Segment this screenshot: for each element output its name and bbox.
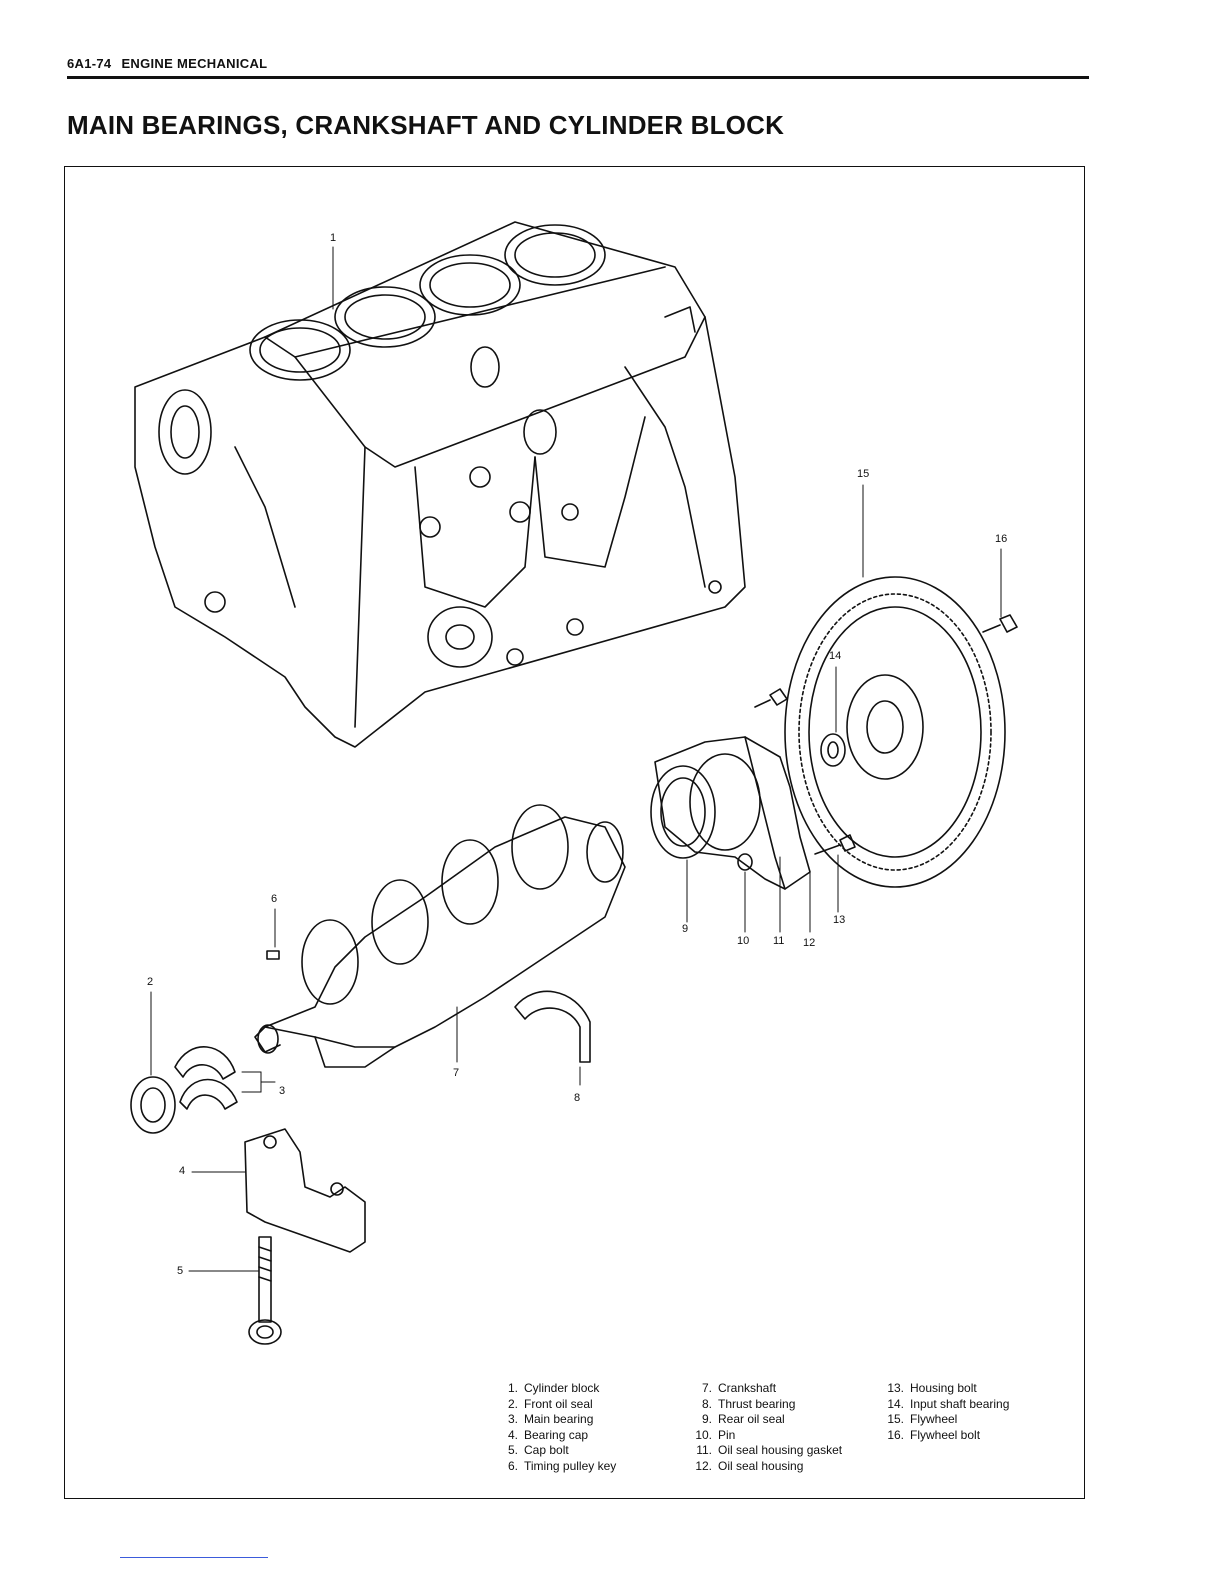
legend-item: 11.Oil seal housing gasket — [696, 1443, 843, 1458]
cylinder-block-drawing — [134, 221, 746, 748]
callout-12: 12 — [803, 937, 816, 949]
timing-pulley-key-drawing — [266, 950, 280, 960]
callout-4: 4 — [179, 1165, 186, 1177]
callout-11: 11 — [773, 935, 785, 947]
pin-drawing — [737, 853, 753, 871]
legend-item: 3.Main bearing — [507, 1412, 594, 1427]
callout-6: 6 — [271, 893, 278, 905]
callout-8: 8 — [574, 1092, 581, 1104]
leader-lines — [150, 246, 1002, 1272]
header-text: 6A1-74 ENGINE MECHANICAL — [67, 56, 277, 71]
callout-9: 9 — [682, 923, 689, 935]
legend-column-2: 7.Crankshaft 8.Thrust bearing 9.Rear oil… — [694, 1381, 842, 1475]
exploded-view-drawing — [130, 221, 1018, 1345]
front-oil-seal-drawing — [130, 1076, 176, 1134]
legend-item: 16.Flywheel bolt — [887, 1427, 981, 1442]
legend-item: 4.Bearing cap — [507, 1427, 589, 1442]
legend-item: 7.Crankshaft — [701, 1381, 777, 1395]
legend-item: 8.Thrust bearing — [701, 1396, 796, 1411]
legend-item: 13.Housing bolt — [887, 1381, 977, 1395]
legend-item: 15.Flywheel — [887, 1412, 958, 1427]
callout-3: 3 — [279, 1085, 286, 1097]
callout-15: 15 — [857, 468, 870, 480]
legend-item: 12.Oil seal housing — [695, 1458, 804, 1473]
footer-rule — [120, 1557, 268, 1558]
callout-10: 10 — [737, 935, 750, 947]
cap-bolt-drawing — [248, 1236, 282, 1345]
main-bearing-drawing — [174, 1046, 238, 1110]
legend-item: 14.Input shaft bearing — [887, 1396, 1010, 1411]
page-number: 6A1-74 — [67, 56, 112, 71]
callout-1: 1 — [330, 232, 337, 244]
callout-5: 5 — [177, 1265, 184, 1277]
thrust-bearing-drawing — [514, 990, 591, 1063]
callout-14: 14 — [829, 650, 842, 662]
page-header: 6A1-74 ENGINE MECHANICAL — [67, 56, 1089, 80]
legend-item: 1.Cylinder block — [507, 1381, 600, 1395]
header-rule — [67, 76, 1089, 79]
legend-item: 9.Rear oil seal — [701, 1412, 785, 1427]
section-name: ENGINE MECHANICAL — [121, 56, 268, 71]
bearing-cap-drawing — [244, 1128, 366, 1253]
callout-13: 13 — [833, 914, 846, 926]
page-title: MAIN BEARINGS, CRANKSHAFT AND CYLINDER B… — [67, 110, 785, 140]
crankshaft-drawing — [254, 804, 626, 1068]
rear-oil-seal-drawing — [650, 765, 716, 859]
legend-item: 6.Timing pulley key — [507, 1458, 617, 1473]
callout-7: 7 — [453, 1067, 460, 1079]
exploded-view-figure: 1 2 3 4 5 6 7 8 9 10 11 12 13 14 15 16 — [64, 166, 1085, 1499]
legend-column-3: 13.Housing bolt 14.Input shaft bearing 1… — [886, 1381, 1009, 1443]
callout-2: 2 — [147, 976, 154, 988]
flywheel-bolt-drawing — [982, 614, 1018, 633]
legend-item: 10.Pin — [695, 1427, 736, 1442]
input-shaft-bearing-drawing — [820, 733, 846, 767]
legend-column-1: 1.Cylinder block 2.Front oil seal 3.Main… — [500, 1381, 616, 1475]
flywheel-drawing — [784, 576, 1006, 888]
legend-item: 5.Cap bolt — [507, 1443, 569, 1458]
callout-16: 16 — [995, 533, 1008, 545]
legend-item: 2.Front oil seal — [507, 1396, 593, 1411]
